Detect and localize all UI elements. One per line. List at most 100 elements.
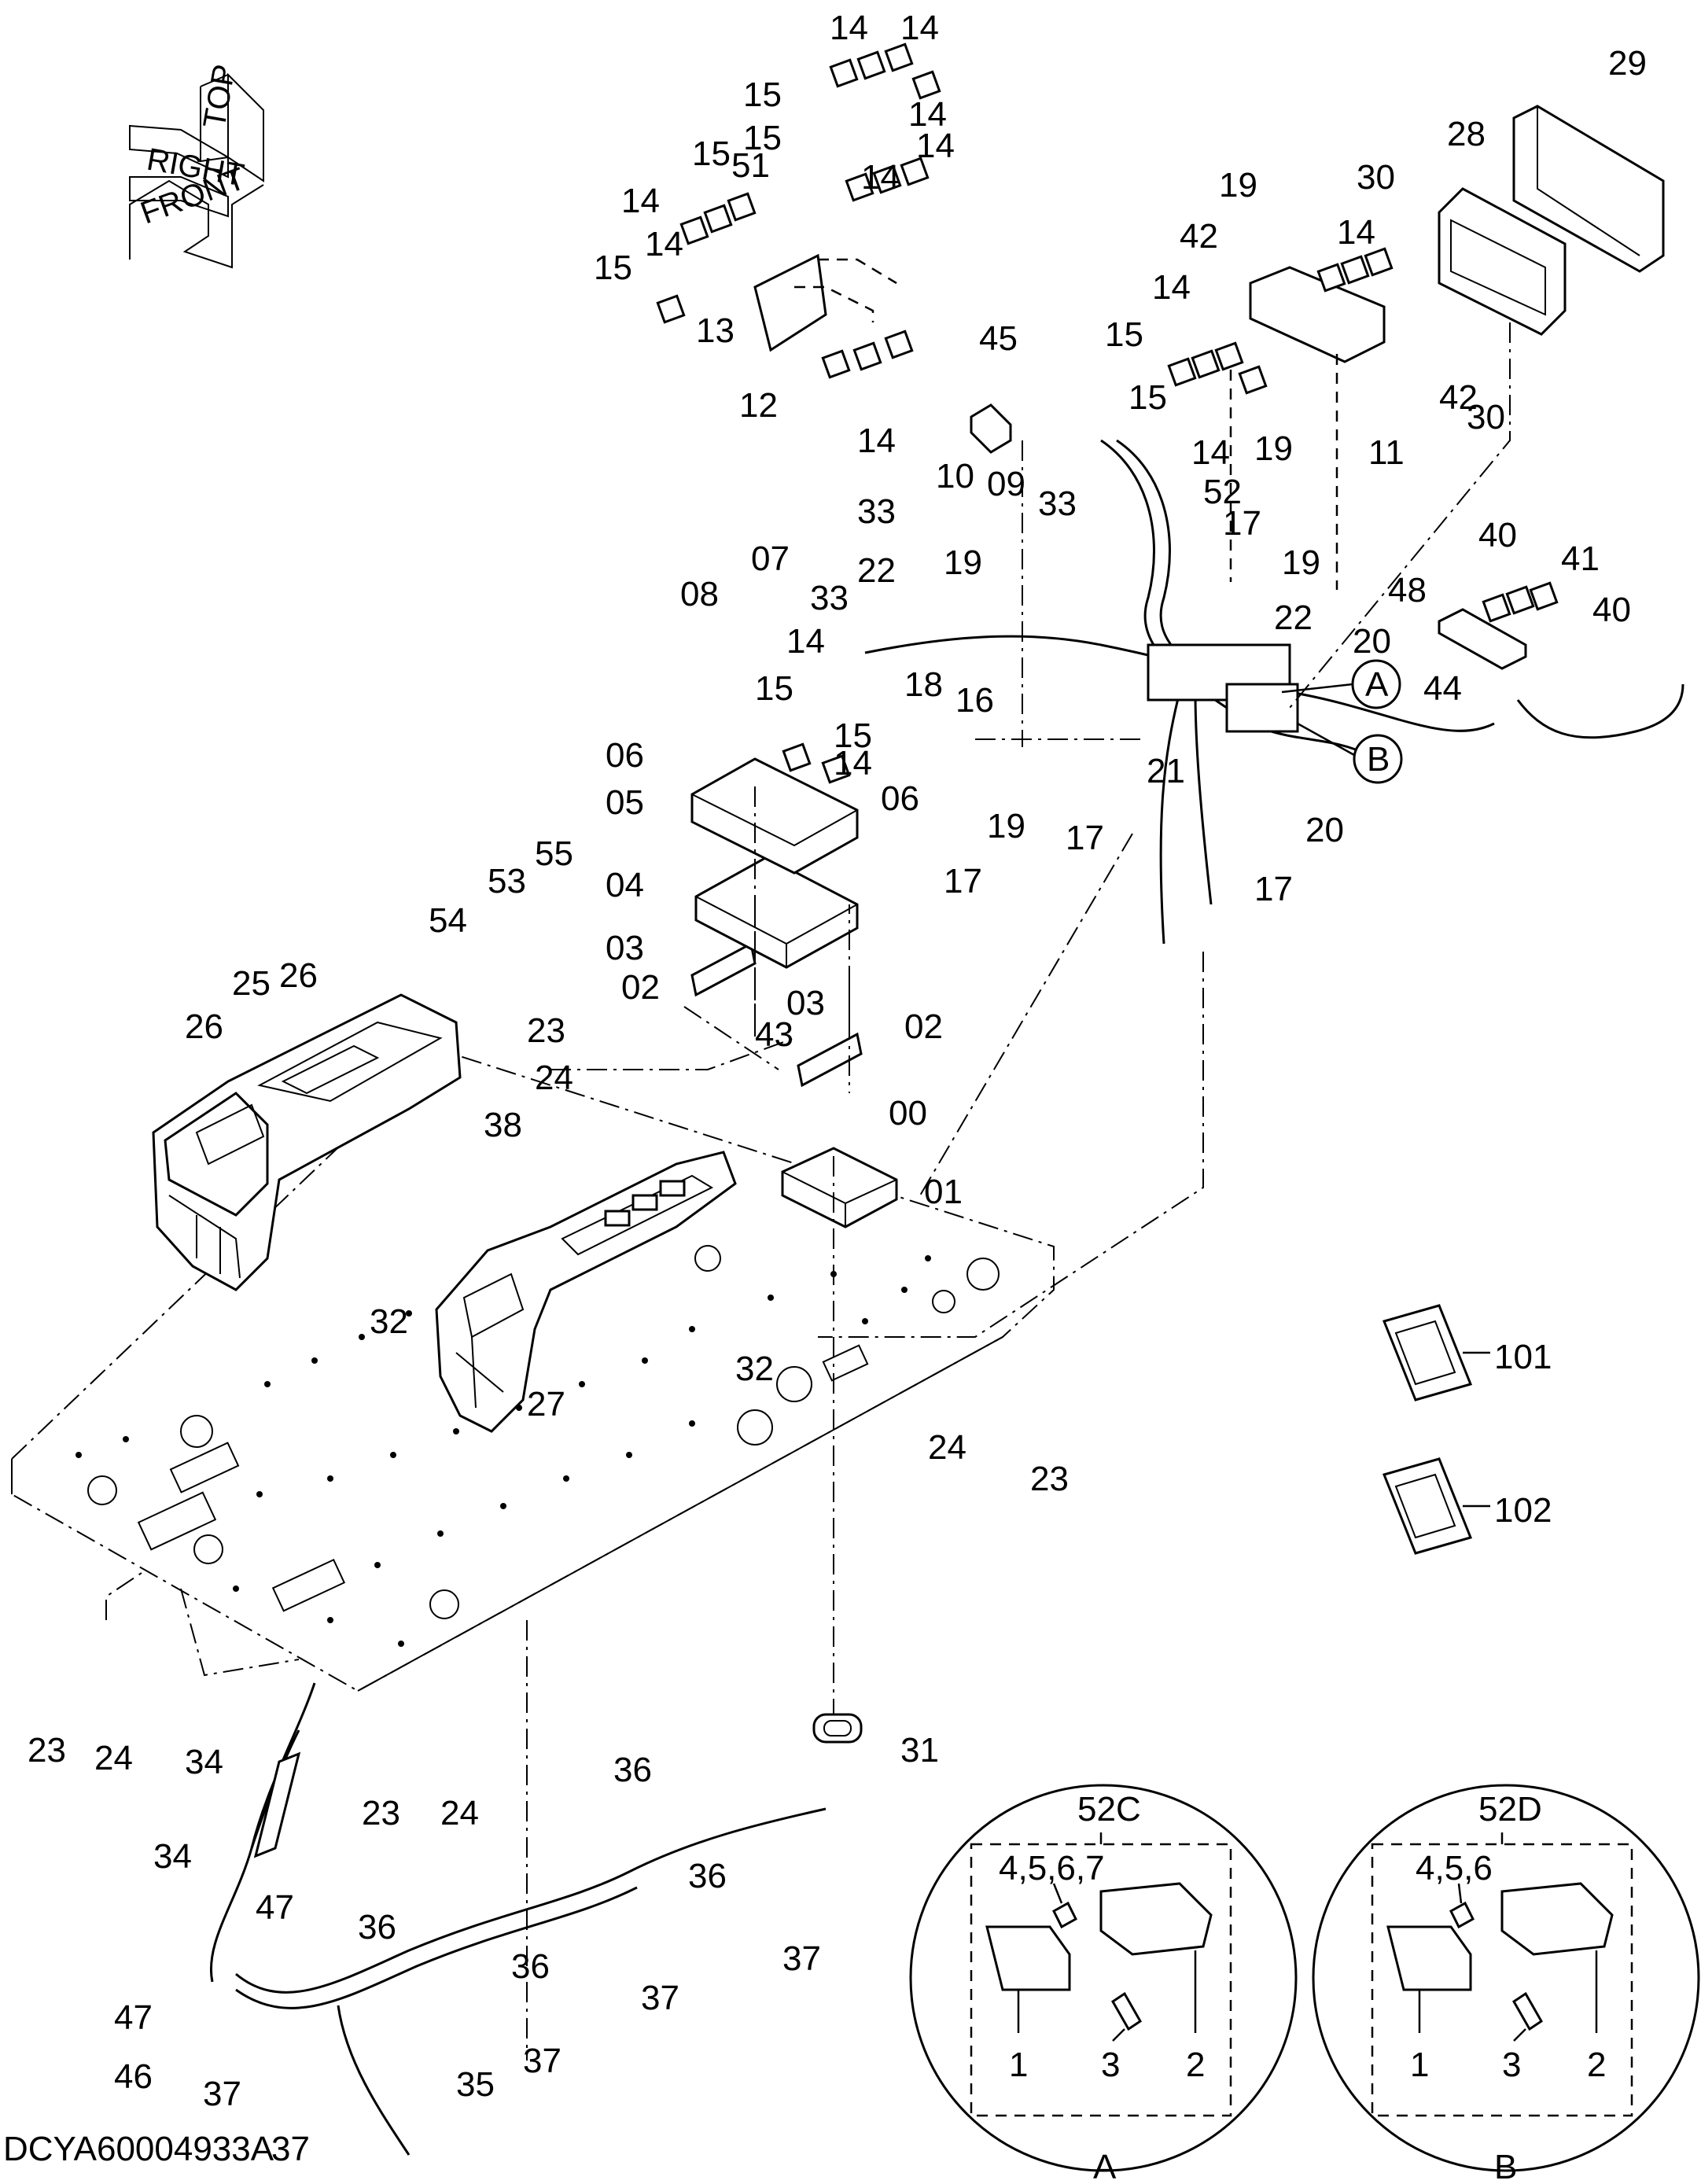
relays-40 [1438,581,1684,739]
callout-23-1: 23 [527,1011,565,1050]
detail-a: 52C 4,5,6,7 1 3 2 A [909,1784,1298,2184]
callout-43: 43 [755,1015,793,1054]
callout-01: 01 [924,1173,963,1211]
callout-36-4: 36 [511,1947,550,1986]
callout-24-2: 24 [928,1428,966,1467]
callout-15-6: 15 [1128,378,1167,417]
callout-08: 08 [680,575,719,613]
callout-12: 12 [739,386,778,425]
detail-a-item-2: 3 [1101,2046,1120,2084]
callout-14-5: 14 [861,158,900,197]
callout-14-4: 14 [916,127,955,165]
detail-a-item-3: 2 [1186,2046,1205,2084]
callout-26-2: 26 [185,1007,223,1046]
callout-15-7: 15 [755,669,793,708]
callout-17-4: 17 [1254,870,1293,908]
connector-marker-b: B [1297,722,1403,784]
callout-14-8: 14 [645,225,683,263]
callout-33-2: 33 [1038,484,1077,523]
callout-05: 05 [606,783,644,822]
callout-14-2: 14 [900,9,939,47]
callout-36-2: 36 [688,1857,727,1895]
callout-47-1: 47 [256,1888,294,1927]
controller-01 [781,1147,898,1228]
callout-37-2: 37 [641,1979,679,2017]
detail-b-view-label: B [1494,2148,1517,2184]
callout-33-1: 33 [857,492,896,531]
left-console [152,993,462,1291]
callout-40-2: 40 [1592,591,1631,629]
cover-29 [1512,105,1665,273]
callout-33-3: 33 [810,579,849,617]
callout-52: 52 [1203,473,1242,511]
connector-marker-a: A [1281,659,1401,709]
floor-plate [11,1048,1055,1692]
callout-20-2: 20 [1305,811,1344,849]
harness-34 [250,1729,301,1858]
callout-22-2: 22 [1274,598,1313,637]
right-console [435,1151,737,1433]
callout-15-8: 15 [834,716,872,755]
callout-38: 38 [484,1106,522,1144]
detail-a-item-1: 1 [1009,2046,1028,2084]
bracket-05 [690,757,859,875]
callout-14-7: 14 [857,422,896,460]
callout-36-1: 36 [613,1751,652,1789]
callout-13: 13 [696,311,735,350]
callout-18: 18 [904,665,943,704]
callout-19-1: 19 [1219,166,1257,204]
callout-44: 44 [1423,669,1462,708]
callout-36-3: 36 [358,1908,396,1946]
callout-23-3: 23 [28,1731,66,1770]
callout-02-1: 02 [621,968,660,1007]
callout-30-2: 30 [1467,398,1505,436]
callout-19-2: 19 [1254,429,1293,468]
callout-19-3: 19 [1282,543,1320,582]
callout-48: 48 [1388,571,1427,610]
callout-24-4: 24 [440,1794,479,1832]
callout-31: 31 [900,1731,939,1770]
detail-b-item-2: 3 [1502,2046,1521,2084]
relay-45 [970,403,1012,454]
orientation-indicator: TOP RIGHT FRONT [129,62,264,269]
bracket-02-upper [690,941,757,997]
callout-46: 46 [114,2057,153,2096]
callout-54: 54 [429,901,467,940]
detail-a-view-label: A [1093,2148,1117,2184]
callout-14-9: 14 [786,622,825,661]
callout-15-4: 15 [594,249,632,287]
callout-35: 35 [456,2065,495,2104]
callout-15-1: 15 [743,76,782,114]
callout-102: 102 [1494,1491,1552,1530]
detail-a-title: 52C [1077,1790,1141,1829]
callout-14-12: 14 [1191,433,1230,472]
callout-15-5: 15 [1105,315,1143,354]
harness-main-52 [864,439,1495,945]
callout-04: 04 [606,866,644,904]
callout-26-1: 26 [279,956,318,995]
callout-45: 45 [979,319,1018,358]
callout-11: 11 [1368,433,1405,472]
callout-19-5: 19 [987,807,1025,845]
callout-19-4: 19 [944,543,982,582]
callout-14-11: 14 [1152,268,1191,307]
callout-37-1: 37 [782,1939,821,1978]
booklet-101 [1382,1304,1490,1401]
callout-42-1: 42 [1180,217,1218,256]
callout-06-1: 06 [606,736,644,775]
callout-42-2: 42 [1439,378,1478,417]
callout-37-4: 37 [203,2075,241,2113]
callout-02-2: 02 [904,1007,943,1046]
callout-32-1: 32 [370,1302,408,1341]
callout-34-2: 34 [153,1837,192,1876]
callout-25: 25 [232,964,271,1003]
callout-09: 09 [987,465,1025,503]
callout-16: 16 [955,681,994,720]
orientation-top-label: TOP [197,62,242,131]
connector-marker-b-label: B [1367,740,1390,779]
callout-00: 00 [889,1094,927,1133]
callout-14-10: 14 [834,744,872,783]
callout-14-6: 14 [621,182,660,220]
